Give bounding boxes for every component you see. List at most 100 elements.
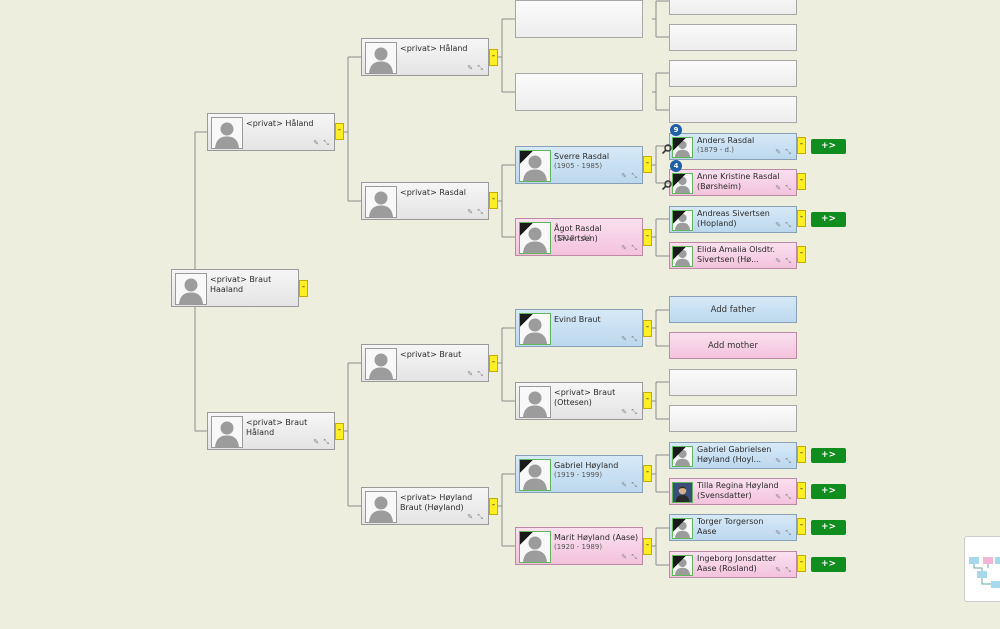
profile-silhouette-icon[interactable] xyxy=(519,150,551,182)
person-card-e4[interactable] xyxy=(669,96,797,123)
person-card-elida[interactable]: Elida Amalia Olsdtr. Sivertsen (Hø...✎ ⤡ xyxy=(669,242,797,269)
profile-silhouette-icon[interactable] xyxy=(365,491,397,523)
extend-tree-button[interactable]: +> xyxy=(811,139,846,154)
collapse-toggle-button[interactable]: - xyxy=(797,446,806,463)
edit-and-relations-icon[interactable]: ✎ ⤡ xyxy=(621,553,638,561)
edit-and-relations-icon[interactable]: ✎ ⤡ xyxy=(467,513,484,521)
person-card-sverre[interactable]: Sverre Rasdal(1905 - 1985)✎ ⤡ xyxy=(515,146,643,184)
collapse-toggle-button[interactable]: - xyxy=(489,49,498,66)
collapse-toggle-button[interactable]: - xyxy=(797,210,806,227)
extend-tree-button[interactable]: +> xyxy=(811,448,846,463)
person-card-mother[interactable]: <privat> Braut Håland✎ ⤡ xyxy=(207,412,335,450)
search-records-icon[interactable] xyxy=(661,139,672,155)
profile-silhouette-icon[interactable] xyxy=(365,42,397,74)
person-card-gabriel-g[interactable]: Gabriel Gabrielsen Høyland (Hoyl...✎ ⤡ xyxy=(669,442,797,469)
record-matches-badge[interactable]: 9 xyxy=(670,124,682,136)
extend-tree-button[interactable]: +> xyxy=(811,557,846,572)
profile-silhouette-icon[interactable] xyxy=(672,446,693,467)
edit-and-relations-icon[interactable]: ✎ ⤡ xyxy=(621,408,638,416)
person-card-mf[interactable]: <privat> Braut✎ ⤡ xyxy=(361,344,489,382)
edit-and-relations-icon[interactable]: ✎ ⤡ xyxy=(775,221,792,229)
edit-and-relations-icon[interactable]: ✎ ⤡ xyxy=(775,457,792,465)
person-card-pm[interactable]: <privat> Rasdal✎ ⤡ xyxy=(361,182,489,220)
collapse-toggle-button[interactable]: - xyxy=(335,423,344,440)
minimap[interactable] xyxy=(964,536,1000,602)
collapse-toggle-button[interactable]: - xyxy=(797,137,806,154)
person-card-anders[interactable]: Anders Rasdal(1879 - d.)✎ ⤡ xyxy=(669,133,797,160)
extend-tree-button[interactable]: +> xyxy=(811,212,846,227)
edit-and-relations-icon[interactable]: ✎ ⤡ xyxy=(467,370,484,378)
person-card-ggp2[interactable] xyxy=(515,73,643,111)
person-card-privat-braut[interactable]: <privat> Braut (Ottesen)✎ ⤡ xyxy=(515,382,643,420)
person-card-e6[interactable] xyxy=(669,405,797,432)
person-card-root[interactable]: <privat> Braut Haaland xyxy=(171,269,299,307)
person-card-e1[interactable] xyxy=(669,0,797,15)
person-card-evind[interactable]: Evind Braut✎ ⤡ xyxy=(515,309,643,347)
edit-and-relations-icon[interactable]: ✎ ⤡ xyxy=(621,481,638,489)
person-card-add-mother[interactable]: Add mother xyxy=(669,332,797,359)
person-card-agot[interactable]: Ågot Rasdal (Sivertsen)(1913 - d.)✎ ⤡ xyxy=(515,218,643,256)
profile-silhouette-icon[interactable] xyxy=(211,117,243,149)
person-card-e5[interactable] xyxy=(669,369,797,396)
collapse-toggle-button[interactable]: - xyxy=(299,280,308,297)
collapse-toggle-button[interactable]: - xyxy=(489,355,498,372)
person-card-e3[interactable] xyxy=(669,60,797,87)
edit-and-relations-icon[interactable]: ✎ ⤡ xyxy=(775,184,792,192)
collapse-toggle-button[interactable]: - xyxy=(797,246,806,263)
profile-silhouette-icon[interactable] xyxy=(365,186,397,218)
extend-tree-button[interactable]: +> xyxy=(811,520,846,535)
profile-silhouette-icon[interactable] xyxy=(672,518,693,539)
record-matches-badge[interactable]: 4 xyxy=(670,160,682,172)
edit-and-relations-icon[interactable]: ✎ ⤡ xyxy=(467,64,484,72)
profile-silhouette-icon[interactable] xyxy=(211,416,243,448)
collapse-toggle-button[interactable]: - xyxy=(489,498,498,515)
edit-and-relations-icon[interactable]: ✎ ⤡ xyxy=(775,148,792,156)
edit-and-relations-icon[interactable]: ✎ ⤡ xyxy=(621,335,638,343)
edit-and-relations-icon[interactable]: ✎ ⤡ xyxy=(621,244,638,252)
profile-silhouette-icon[interactable] xyxy=(672,246,693,267)
profile-silhouette-icon[interactable] xyxy=(519,222,551,254)
search-records-icon[interactable] xyxy=(661,175,672,191)
person-card-tilla[interactable]: Tilla Regina Høyland (Svensdatter)✎ ⤡ xyxy=(669,478,797,505)
person-card-ggp1[interactable] xyxy=(515,0,643,38)
profile-silhouette-icon[interactable] xyxy=(519,531,551,563)
edit-and-relations-icon[interactable]: ✎ ⤡ xyxy=(467,208,484,216)
person-card-gabriel[interactable]: Gabriel Høyland(1919 - 1999)✎ ⤡ xyxy=(515,455,643,493)
profile-silhouette-icon[interactable] xyxy=(672,210,693,231)
person-card-andreas[interactable]: Andreas Sivertsen (Hopland)✎ ⤡ xyxy=(669,206,797,233)
profile-silhouette-icon[interactable] xyxy=(672,555,693,576)
collapse-toggle-button[interactable]: - xyxy=(335,123,344,140)
collapse-toggle-button[interactable]: - xyxy=(643,320,652,337)
person-card-mm[interactable]: <privat> Høyland Braut (Høyland)✎ ⤡ xyxy=(361,487,489,525)
edit-and-relations-icon[interactable]: ✎ ⤡ xyxy=(313,139,330,147)
person-card-ingeborg[interactable]: Ingeborg Jonsdatter Aase (Rosland)✎ ⤡ xyxy=(669,551,797,578)
person-card-pf[interactable]: <privat> Håland✎ ⤡ xyxy=(361,38,489,76)
portrait-photo[interactable] xyxy=(672,482,693,503)
collapse-toggle-button[interactable]: - xyxy=(797,555,806,572)
edit-and-relations-icon[interactable]: ✎ ⤡ xyxy=(775,529,792,537)
profile-silhouette-icon[interactable] xyxy=(519,386,551,418)
person-card-e2[interactable] xyxy=(669,24,797,51)
profile-silhouette-icon[interactable] xyxy=(519,459,551,491)
profile-silhouette-icon[interactable] xyxy=(519,313,551,345)
edit-and-relations-icon[interactable]: ✎ ⤡ xyxy=(775,257,792,265)
collapse-toggle-button[interactable]: - xyxy=(643,538,652,555)
profile-silhouette-icon[interactable] xyxy=(365,348,397,380)
collapse-toggle-button[interactable]: - xyxy=(489,192,498,209)
collapse-toggle-button[interactable]: - xyxy=(797,482,806,499)
edit-and-relations-icon[interactable]: ✎ ⤡ xyxy=(775,493,792,501)
edit-and-relations-icon[interactable]: ✎ ⤡ xyxy=(775,566,792,574)
collapse-toggle-button[interactable]: - xyxy=(643,465,652,482)
profile-silhouette-icon[interactable] xyxy=(672,173,693,194)
collapse-toggle-button[interactable]: - xyxy=(643,156,652,173)
collapse-toggle-button[interactable]: - xyxy=(797,518,806,535)
person-card-anne[interactable]: Anne Kristine Rasdal (Børsheim)✎ ⤡ xyxy=(669,169,797,196)
person-card-marit[interactable]: Marit Høyland (Aase)(1920 - 1989)✎ ⤡ xyxy=(515,527,643,565)
collapse-toggle-button[interactable]: - xyxy=(797,173,806,190)
edit-and-relations-icon[interactable]: ✎ ⤡ xyxy=(621,172,638,180)
edit-and-relations-icon[interactable]: ✎ ⤡ xyxy=(313,438,330,446)
extend-tree-button[interactable]: +> xyxy=(811,484,846,499)
profile-silhouette-icon[interactable] xyxy=(175,273,207,305)
person-card-add-father[interactable]: Add father xyxy=(669,296,797,323)
collapse-toggle-button[interactable]: - xyxy=(643,229,652,246)
